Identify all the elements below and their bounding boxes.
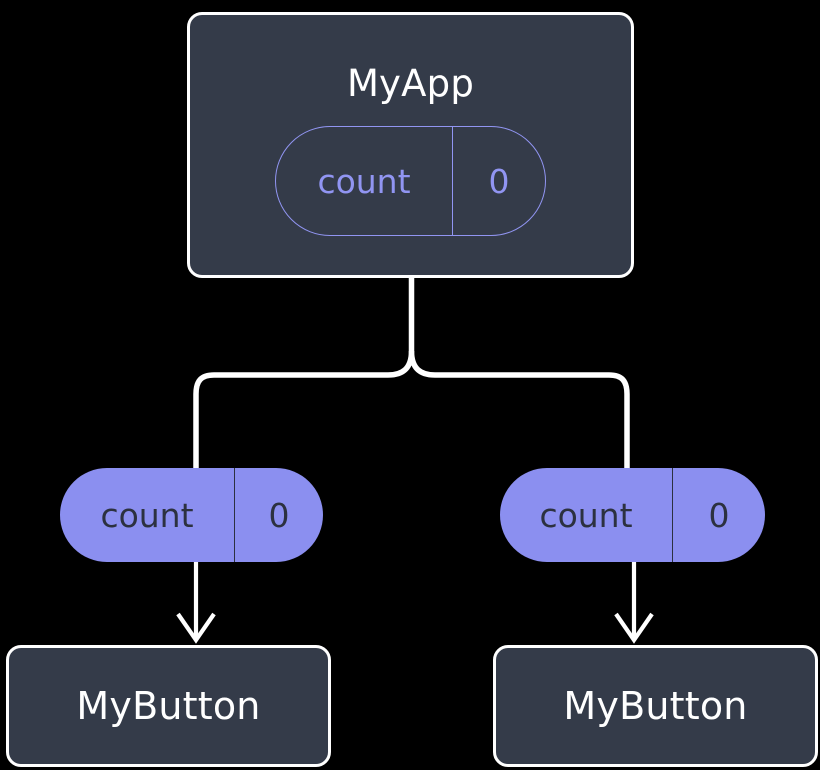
arrow-left-head — [176, 612, 216, 644]
component-card-mybutton-left[interactable]: MyButton — [6, 645, 331, 767]
edge-root-to-children-right — [408, 350, 630, 470]
component-title: MyApp — [346, 62, 475, 105]
state-pill-left-count[interactable]: count 0 — [60, 468, 323, 562]
state-pill-value: 0 — [268, 495, 290, 535]
component-card-mybutton-right[interactable]: MyButton — [493, 645, 818, 767]
component-title: MyButton — [563, 684, 748, 728]
state-pill-myapp-count[interactable]: count 0 — [275, 126, 546, 236]
arrow-right-head — [614, 612, 654, 644]
state-pill-key: count — [60, 468, 235, 562]
state-pill-value: 0 — [708, 495, 730, 535]
state-pill-right-count[interactable]: count 0 — [500, 468, 765, 562]
component-title: MyButton — [76, 684, 261, 728]
state-pill-key: count — [500, 468, 673, 562]
state-pill-value: 0 — [488, 161, 510, 201]
state-pill-key: count — [276, 127, 453, 235]
edge-root-to-children — [193, 278, 415, 470]
